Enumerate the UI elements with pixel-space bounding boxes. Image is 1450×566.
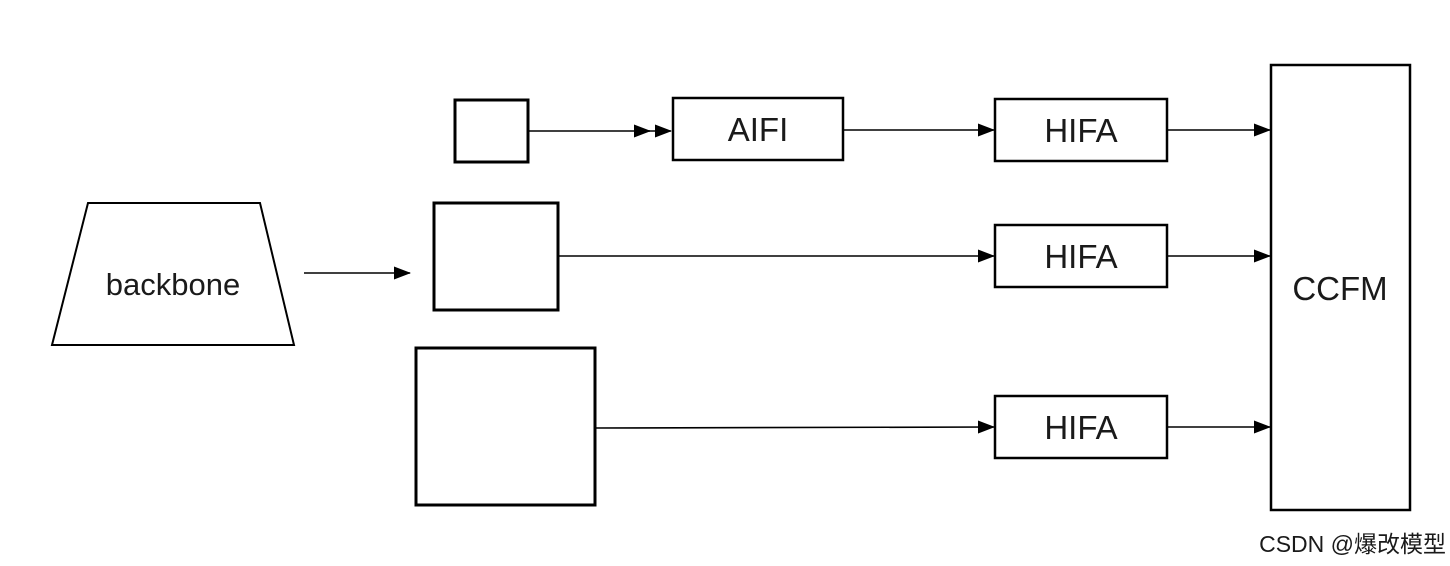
feature-map-large-node <box>414 346 597 507</box>
feature-map-small-node <box>453 98 530 164</box>
backbone-node <box>50 202 296 346</box>
hifa-middle-node <box>993 223 1169 289</box>
hifa-bottom-label: HIFA <box>1044 409 1117 446</box>
aifi-node <box>671 96 845 162</box>
arrow-large-to-hifa-bottom <box>594 420 995 434</box>
hifa-top-label: HIFA <box>1044 112 1117 149</box>
ccfm-label: CCFM <box>1292 270 1387 307</box>
hifa-middle-label: HIFA <box>1044 238 1117 275</box>
hifa-top-node <box>993 97 1169 163</box>
aifi-label: AIFI <box>728 111 789 148</box>
csdn-watermark: CSDN @爆改模型 <box>1259 531 1446 557</box>
feature-map-medium-node <box>432 201 560 312</box>
backbone-label: backbone <box>106 267 240 302</box>
ccfm-node <box>1269 63 1412 512</box>
